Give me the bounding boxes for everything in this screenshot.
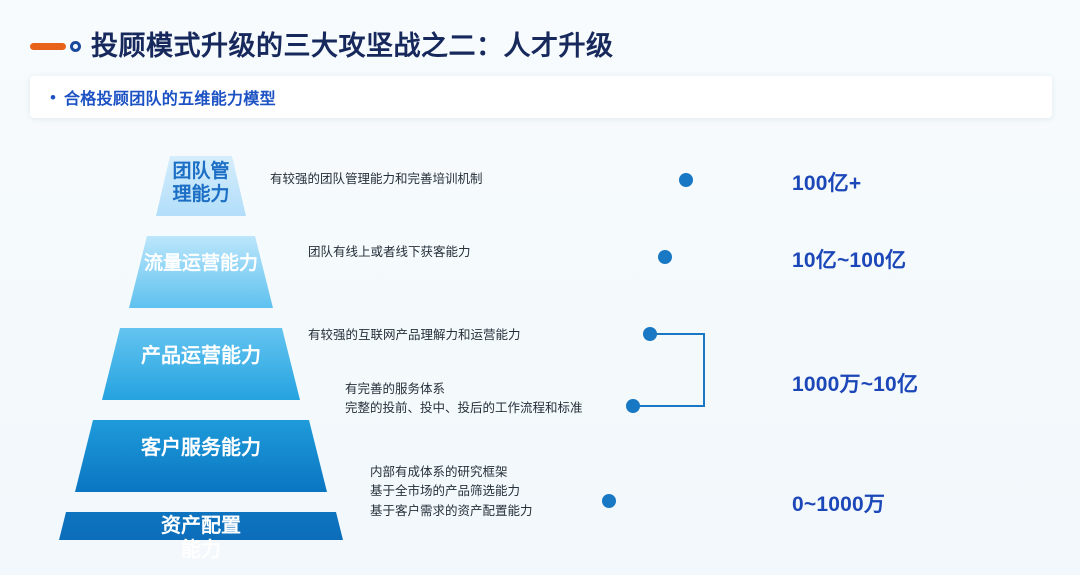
value-label-2: 10亿~100亿 — [792, 249, 907, 272]
level-description-1: 有较强的团队管理能力和完善培训机制 — [270, 172, 483, 186]
pyramid-band-1 — [156, 156, 246, 216]
title-dash-icon — [30, 42, 66, 50]
level-description-4: 有完善的服务体系 完整的投前、投中、投后的工作流程和标准 — [345, 382, 583, 416]
pyramid-band-2 — [129, 236, 273, 308]
level-description-5: 内部有成体系的研究框架 基于全市场的产品筛选能力 基于客户需求的资产配置能力 — [370, 465, 533, 518]
page-title-text: 投顾模式升级的三大攻坚战之二：人才升级 — [91, 30, 614, 61]
connector-dot-5 — [602, 494, 616, 508]
level-description-3: 有较强的互联网产品理解力和运营能力 — [308, 328, 521, 342]
page-title: 投顾模式升级的三大攻坚战之二：人才升级 — [30, 26, 614, 66]
value-label-1: 100亿+ — [792, 172, 862, 195]
bullet-icon: • — [50, 87, 56, 107]
pyramid-band-4 — [75, 420, 327, 492]
level-description-2: 团队有线上或者线下获客能力 — [308, 245, 471, 259]
connector-dot-4 — [626, 399, 640, 413]
value-label-3: 1000万~10亿 — [792, 373, 919, 396]
connector-bracket-3-4 — [650, 333, 705, 407]
title-ring-icon — [70, 40, 81, 52]
connector-dot-1 — [679, 173, 693, 187]
connector-dot-3 — [643, 327, 657, 341]
pyramid-band-5 — [59, 512, 343, 540]
pyramid-band-3 — [102, 328, 300, 400]
value-label-4: 0~1000万 — [792, 493, 886, 516]
subtitle-bar: • 合格投顾团队的五维能力模型 — [30, 76, 1052, 118]
connector-dot-2 — [658, 250, 672, 264]
subtitle-text: 合格投顾团队的五维能力模型 — [64, 91, 276, 108]
